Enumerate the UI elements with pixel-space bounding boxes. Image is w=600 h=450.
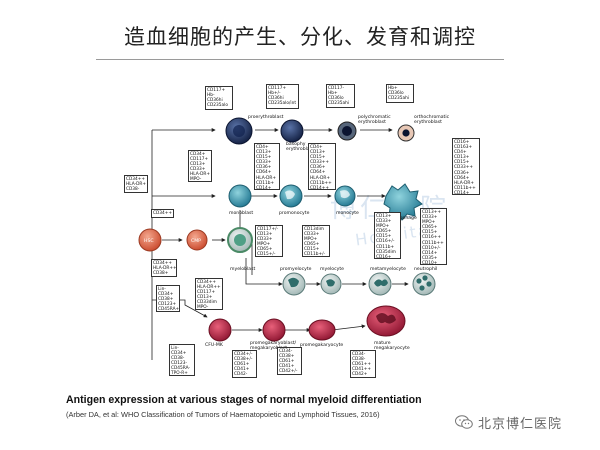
label-myelocyte: myelocyte (320, 266, 344, 272)
label-cfu-mk: CFU-MK (205, 342, 224, 348)
monoblast-cell (228, 184, 252, 208)
antigen-box-lin: Lin- CD34+ CD38+ CD123+ CD45RA+ (156, 285, 180, 312)
title-divider (96, 59, 504, 60)
label-neutrophil: neutrophil (414, 266, 437, 272)
label-promegakaryocyte: promegakaryocyte (300, 342, 343, 348)
label-promegakaryoblast: promegakaryoblast/megakaryoblast (250, 340, 297, 351)
megakaryocytic-lineage (208, 305, 406, 342)
hsc-cell (138, 228, 162, 252)
basophilic-erythroblast-cell (280, 119, 304, 143)
antigen-box-myeloblast: CD34++ HLA-DR++ CD117+ CD13+ CD33dim MPO… (195, 278, 223, 310)
antigen-box-macrophage: CD16+ CD163+ CD4+ CD13+ CD15+ CD33++ CD3… (452, 138, 480, 195)
brand-name: 北京博仁医院 (478, 417, 563, 432)
cfu-mk-cell (208, 318, 232, 342)
erythroid-lineage (225, 117, 415, 145)
antigen-box-monoblast-input: CD34+ CD117+ CD13+ CD33+ HLA-DR+ MPO- (188, 150, 212, 182)
promegakaryoblast-cell (262, 318, 286, 342)
antigen-box-metamyelocyte: CD13+ CD33+ MPO+ CD65+ CD15+ CD16+/- CD1… (374, 212, 401, 259)
antigen-box-megakaryocyte-root: Lin- CD34+ CD38- CD123- CD45RA- TPO-R+ (169, 344, 195, 376)
label-monocyte: monocyte (336, 210, 359, 216)
label-macrophage: macrophage (388, 215, 417, 221)
cmp-cell (186, 229, 208, 251)
monocytic-lineage (228, 183, 423, 221)
antigen-box-hsc-top: CD34++ (151, 209, 174, 218)
label-myeloblast: myeloblast (230, 266, 256, 272)
antigen-box-orthochromatic-erythroblast: Hb+ CD36lo CD235ahi (386, 84, 414, 103)
label-cmp: CMP (191, 238, 201, 244)
antigen-box-polychromatic-erythroblast: CD117- Hb+ CD36lo CD235ahi (326, 84, 355, 108)
label-metamyelocyte: metamyelocyte (370, 266, 406, 272)
label-proerythroblast: proerythroblast (248, 114, 284, 120)
antigen-box-promegakaryoblast: CD34- CD38+ CD61+ CD41+ CD42+/- (277, 347, 302, 375)
figure-caption-title: Antigen expression at various stages of … (66, 394, 422, 406)
antigen-box-monocyte: CD4+ CD13+ CD15+ CD33++ CD36+ CD64+ HLA-… (308, 143, 336, 190)
antigen-box-hsc-left: CD34++ HLA-DR+ CD38- (124, 175, 148, 193)
label-monoblast: monoblast (229, 210, 253, 216)
antigen-box-monoblast: CD4+ CD13+ CD15+ CD33+ CD36+ CD64+ HLA-D… (254, 143, 280, 190)
brand-footer: 北京博仁医院 (455, 413, 562, 432)
antigen-box-promyelocyte: CD117+/- CD13+ CD33+ MPO+ CD65+ CD15+/- (255, 225, 283, 257)
label-hsc: HSC (144, 238, 154, 244)
granulocytic-lineage (282, 272, 436, 296)
antigen-box-mature-megakaryocyte: CD34- CD38- CD61++ CD41++ CD42+ (350, 350, 376, 378)
promegakaryocyte-cell (308, 319, 336, 341)
label-promyelocyte: promyelocyte (280, 266, 312, 272)
antigen-box-proerythroblast: CD117+ Hb- CD36hi CD235alo (205, 86, 233, 110)
progenitor-cells (138, 227, 253, 253)
wechat-icon (455, 415, 473, 429)
antigen-box-basophilic-erythroblast: CD117+ Hb+/- CD36hi CD235alo/int (266, 84, 299, 109)
arrows (151, 128, 409, 360)
slide-title: 造血细胞的产生、分化、发育和调控 (124, 25, 476, 49)
label-promonocyte: promonocyte (279, 210, 310, 216)
antigen-box-hsc-bottom: CD34++ HLA-DR++ CD38+ (151, 259, 177, 277)
figure-caption-reference: (Arber DA, et al: WHO Classification of … (66, 410, 380, 419)
antigen-box-cfu-mk: CD34+/- CD38+/- CD61+ CD41+ CD42- (232, 350, 257, 378)
antigen-box-myelocyte: CD13dim CD33+ MPO+ CD65+ CD15+ CD11b+/- (302, 225, 330, 257)
antigen-box-neutrophil: CD13++ CD33+ MPO+ CD65+ CD15+ CD16++ CD1… (420, 208, 447, 265)
